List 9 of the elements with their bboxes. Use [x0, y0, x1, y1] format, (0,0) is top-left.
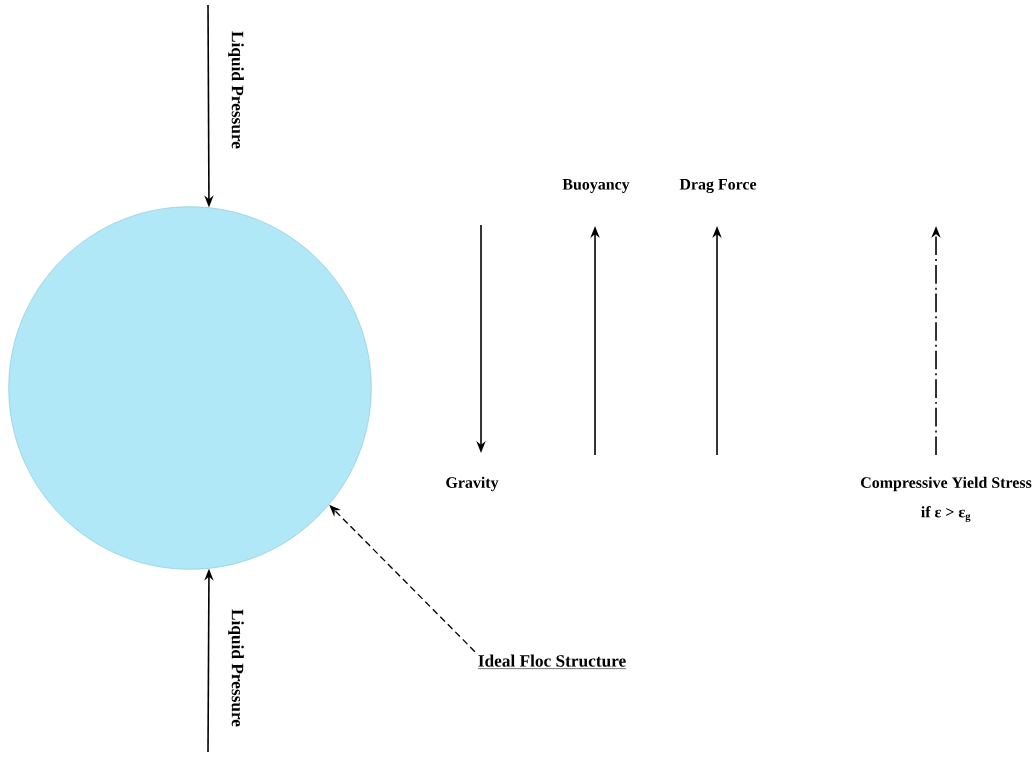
force-label: Buoyancy — [562, 179, 630, 193]
force-label: Compressive Yield Stress — [861, 476, 1032, 492]
edge-label: Liquid Pressure — [228, 31, 244, 149]
force-label: if ε > ε$_{g}$ — [921, 506, 971, 522]
edge-label: Liquid Pressure — [228, 609, 244, 727]
force-label: Gravity — [446, 476, 499, 492]
callout-label: Ideal Floc Structure — [477, 654, 627, 669]
force-label: Drag Force — [679, 179, 757, 193]
floc-circle — [8, 206, 372, 570]
